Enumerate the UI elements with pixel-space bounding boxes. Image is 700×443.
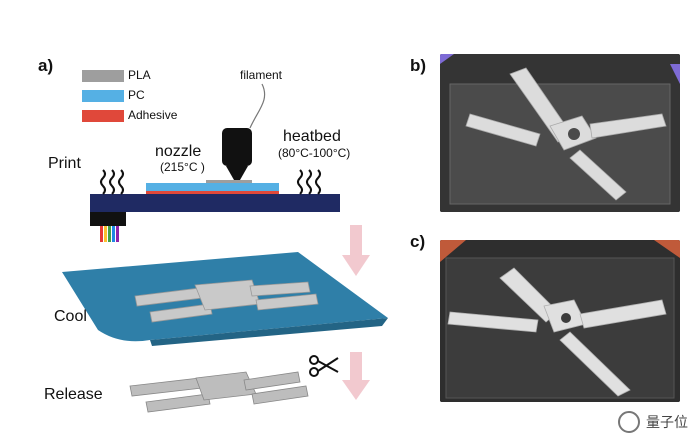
panel-label-c: c) [410, 232, 426, 251]
cooling-sheet-edge [150, 318, 388, 346]
scissors-icon [309, 355, 339, 377]
heatbed-plate [90, 194, 340, 212]
photo-b [440, 54, 680, 212]
arrow-down-icon-2 [342, 352, 370, 400]
photo-c [440, 240, 680, 402]
panel-label-b: b) [410, 56, 427, 75]
pla-strand [206, 180, 252, 183]
part-on-sheet [134, 279, 319, 323]
heat-wave-icon-left [100, 169, 124, 195]
arrow-down-icon-1 [342, 225, 370, 276]
watermark: 量子位 [618, 411, 688, 433]
photo-b-drawing [440, 54, 680, 212]
adhesive-layer [146, 191, 279, 194]
filament-label: filament [240, 68, 283, 82]
legend-label-pc: PC [128, 88, 145, 102]
legend-swatch-pc [82, 90, 124, 102]
watermark-text: 量子位 [646, 414, 688, 430]
nozzle-icon [222, 128, 252, 180]
nozzle-label: nozzle [155, 143, 202, 160]
released-part [129, 371, 309, 413]
heatbed-temp-label: (80°C-100°C) [278, 146, 351, 160]
heat-wave-icon-right [297, 169, 321, 195]
legend-label-pla: PLA [128, 68, 151, 82]
nozzle-temp-label: (215°C ) [160, 160, 205, 174]
pc-layer [146, 183, 279, 192]
filament-line [249, 83, 266, 129]
stage-label-cool: Cool [54, 308, 87, 325]
heatbed-label: heatbed [283, 128, 341, 145]
legend-label-adhesive: Adhesive [128, 108, 178, 122]
wechat-icon [618, 411, 640, 433]
stage-label-print: Print [48, 155, 81, 172]
legend-swatch-adhesive [82, 110, 124, 122]
photo-c-drawing [440, 240, 680, 402]
heatbed-connector [90, 212, 126, 226]
stage-label-release: Release [44, 386, 103, 403]
legend-swatch-pla [82, 70, 124, 82]
panel-label-a: a) [38, 56, 54, 75]
heatbed-wires [100, 226, 119, 242]
